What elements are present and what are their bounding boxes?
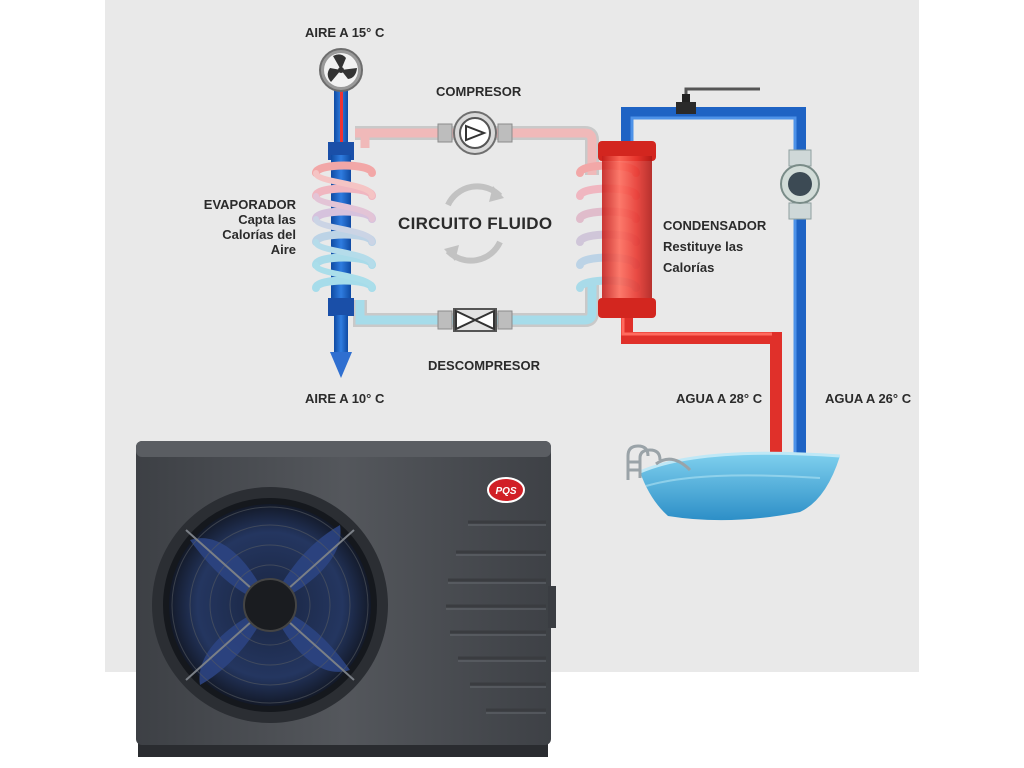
pool-ladder-icon bbox=[626, 444, 692, 480]
evaporator-title: EVAPORADOR bbox=[203, 197, 296, 212]
expansion-label: DESCOMPRESOR bbox=[428, 358, 540, 373]
air-out-label: AIRE A 10° C bbox=[305, 391, 385, 406]
compressor-symbol bbox=[437, 111, 513, 155]
water-loop bbox=[621, 87, 820, 478]
brand-text: PQS bbox=[495, 486, 516, 497]
condenser-title: CONDENSADOR bbox=[663, 218, 767, 233]
unit-fan-grille bbox=[152, 487, 388, 723]
condenser-body bbox=[598, 141, 656, 318]
water-cold-label: AGUA A 26° C bbox=[825, 391, 912, 406]
air-fan-icon bbox=[319, 48, 363, 92]
refrigerant-loop bbox=[353, 126, 599, 327]
evaporator-line-1: Capta las bbox=[238, 212, 296, 227]
water-hot-label: AGUA A 28° C bbox=[676, 391, 763, 406]
air-in-label: AIRE A 15° C bbox=[305, 25, 385, 40]
circuit-arrows-icon bbox=[444, 183, 504, 264]
condenser-line-2: Calorías bbox=[663, 260, 715, 275]
evaporator-line-3: Aire bbox=[270, 242, 296, 257]
evaporator-label: EVAPORADOR Capta las Calorías del Aire bbox=[200, 197, 296, 257]
expansion-valve-symbol bbox=[437, 308, 513, 332]
evaporator-line-2: Calorías del bbox=[222, 227, 296, 242]
pqs-logo: PQS bbox=[487, 477, 525, 503]
condenser-line-1: Restituye las bbox=[663, 239, 744, 254]
pool bbox=[639, 451, 841, 521]
circuit-label: CIRCUITO FLUIDO bbox=[398, 214, 553, 233]
evaporator-coil bbox=[312, 161, 376, 292]
condenser-label: CONDENSADOR Restituye las Calorías bbox=[663, 218, 783, 275]
compressor-label: COMPRESOR bbox=[436, 84, 522, 99]
